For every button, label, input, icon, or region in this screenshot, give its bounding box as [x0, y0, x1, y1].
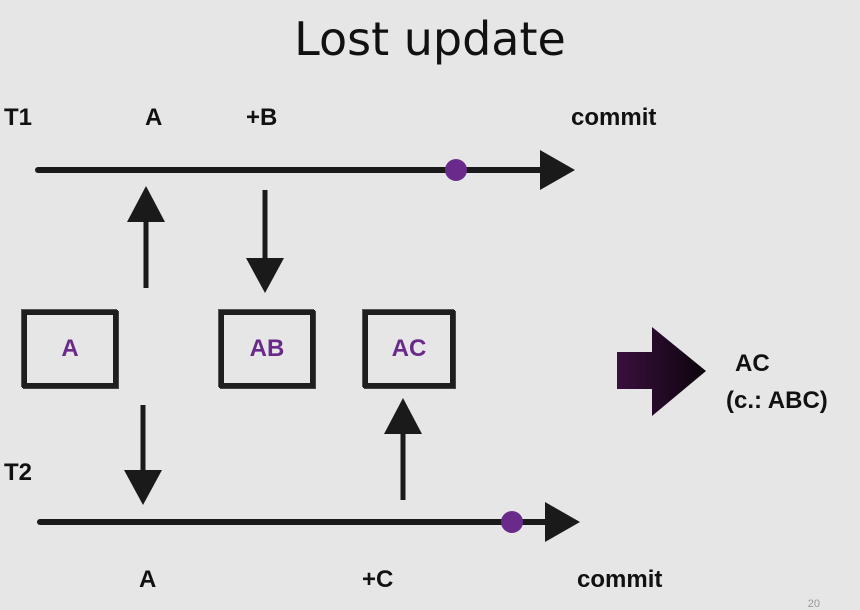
t2-op-write: +C [362, 566, 394, 593]
t1-op-write: +B [246, 104, 278, 131]
t1-timeline-arrowhead [540, 150, 575, 190]
t1-label: T1 [4, 104, 33, 131]
page-number: 20 [807, 598, 820, 610]
t2-timeline-arrowhead [545, 502, 580, 542]
state-box-ac: AC [363, 310, 455, 388]
t1-write-arrow-down-icon [246, 258, 284, 293]
t1-commit-label: commit [571, 104, 657, 131]
t1-op-read: A [145, 104, 163, 131]
t1-read-arrow-up-icon [127, 186, 165, 222]
t2-commit-dot [501, 511, 523, 533]
t1-commit-dot [445, 159, 467, 181]
result-value: AC [735, 350, 770, 377]
slide-title: Lost update [294, 12, 566, 66]
result-arrow-icon [617, 327, 706, 416]
t2-label: T2 [4, 459, 33, 486]
result-note: (c.: ABC) [726, 387, 828, 414]
state-box-ab: AB [219, 310, 315, 388]
t2-read-arrow-down-icon [124, 470, 162, 505]
t2-write-arrow-up-icon [384, 398, 422, 434]
t2-op-read: A [139, 566, 157, 593]
t2-commit-label: commit [577, 566, 663, 593]
state-box-a: A [22, 310, 118, 388]
